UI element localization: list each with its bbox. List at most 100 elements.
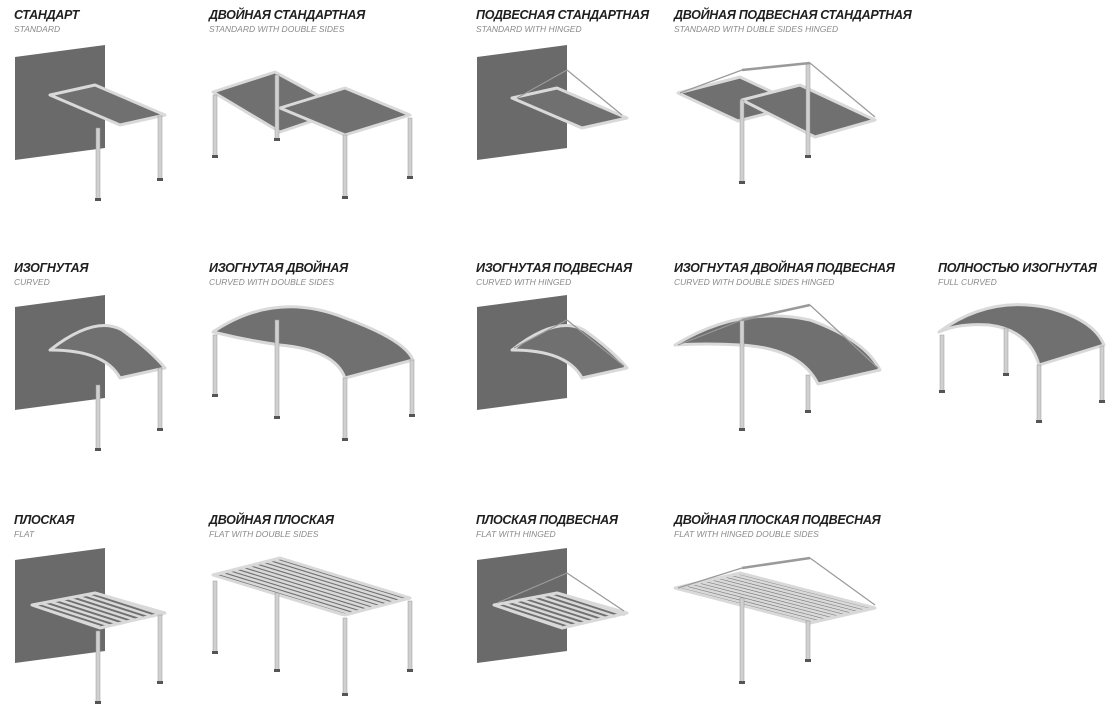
- item-subtitle: FLAT WITH HINGED DOUBLE SIDES: [674, 529, 819, 539]
- item-title: СТАНДАРТ: [14, 8, 79, 22]
- curved-illustration: [15, 295, 167, 451]
- wall-panel: [477, 295, 567, 410]
- item-subtitle: CURVED WITH DOUBLE SIDES HINGED: [674, 277, 835, 287]
- support-cable: [809, 304, 879, 369]
- roof-slat: [232, 568, 364, 612]
- support-cable: [566, 319, 625, 367]
- item-title: ИЗОГНУТАЯ ДВОЙНАЯ ПОДВЕСНАЯ: [674, 261, 895, 275]
- post: [157, 614, 163, 684]
- roof-slat: [226, 570, 357, 613]
- standard-double-illustration: [211, 70, 413, 199]
- post: [805, 62, 811, 158]
- post: [95, 630, 101, 704]
- curved-canopy: [937, 303, 1106, 367]
- item-subtitle: FLAT WITH DOUBLE SIDES: [209, 529, 319, 539]
- roof-slat: [246, 565, 377, 608]
- canopy-panel: [48, 83, 167, 127]
- flat-hinged-illustration: [477, 548, 629, 663]
- support-cable: [809, 62, 876, 118]
- item-subtitle: CURVED: [14, 277, 50, 287]
- post: [805, 620, 811, 662]
- item-title: ДВОЙНАЯ ПЛОСКАЯ ПОДВЕСНАЯ: [674, 513, 881, 527]
- item-title: ДВОЙНАЯ СТАНДАРТНАЯ: [209, 8, 365, 22]
- curved-canopy: [211, 305, 415, 380]
- item-title: ДВОЙНАЯ ПОДВЕСНАЯ СТАНДАРТНАЯ: [674, 8, 912, 22]
- standard-hinged-illustration: [477, 45, 629, 160]
- item-curved-double-hinged: ИЗОГНУТАЯ ДВОЙНАЯ ПОДВЕСНАЯ CURVED WITH …: [674, 261, 895, 288]
- support-cable: [496, 572, 568, 604]
- roof-slat: [259, 561, 391, 605]
- roof-slat: [547, 593, 617, 618]
- item-title: ИЗОГНУТАЯ ПОДВЕСНАЯ: [476, 261, 632, 275]
- curved-hinged-illustration: [477, 295, 629, 410]
- support-cable: [677, 567, 743, 589]
- item-flat-double-hinged: ДВОЙНАЯ ПЛОСКАЯ ПОДВЕСНАЯ FLAT WITH HING…: [674, 513, 881, 540]
- post: [407, 117, 413, 179]
- item-flat-double: ДВОЙНАЯ ПЛОСКАЯ FLAT WITH DOUBLE SIDES: [209, 513, 334, 540]
- post: [409, 359, 415, 417]
- item-title: ДВОЙНАЯ ПЛОСКАЯ: [209, 513, 334, 527]
- item-subtitle: STANDARD WITH DUBLE SIDES HINGED: [674, 24, 839, 34]
- post: [1099, 345, 1105, 403]
- roof-slat: [67, 596, 137, 622]
- item-title: ИЗОГНУТАЯ: [14, 261, 89, 275]
- roof-slat: [219, 572, 351, 615]
- roof-slat: [511, 600, 581, 625]
- support-cable: [516, 69, 568, 99]
- item-title: ПОЛНОСТЬЮ ИЗОГНУТАЯ: [938, 261, 1097, 275]
- item-curved-hinged: ИЗОГНУТАЯ ПОДВЕСНАЯ CURVED WITH HINGED: [476, 261, 632, 288]
- post-foot: [274, 669, 280, 672]
- post-foot: [212, 651, 218, 654]
- post-foot: [1003, 373, 1009, 376]
- roof-slat: [31, 603, 101, 629]
- post-foot: [407, 176, 413, 179]
- support-cable: [677, 319, 743, 346]
- flat-illustration: [15, 548, 167, 704]
- curved-double-hinged-illustration: [673, 303, 882, 431]
- post-foot: [1036, 420, 1042, 423]
- post: [939, 334, 945, 393]
- post: [805, 374, 811, 413]
- post-foot: [212, 155, 218, 158]
- post-foot: [157, 178, 163, 181]
- roof-slat: [720, 576, 856, 614]
- canopy-panel: [510, 86, 629, 130]
- post: [739, 597, 745, 684]
- roof-slat: [538, 595, 608, 620]
- post: [739, 99, 745, 184]
- post: [342, 377, 348, 441]
- post-foot: [805, 410, 811, 413]
- post: [157, 115, 163, 181]
- item-title: ПЛОСКАЯ ПОДВЕСНАЯ: [476, 513, 618, 527]
- post: [212, 334, 218, 397]
- top-bar: [741, 303, 811, 322]
- item-subtitle: FLAT WITH HINGED: [476, 529, 556, 539]
- roof-slat: [40, 602, 110, 627]
- item-flat: ПЛОСКАЯ FLAT: [14, 513, 74, 540]
- roof-slat: [556, 591, 626, 617]
- post: [739, 319, 745, 431]
- post-foot: [939, 390, 945, 393]
- roof-slat: [529, 596, 599, 622]
- post-foot: [274, 416, 280, 419]
- post: [157, 367, 163, 431]
- roof-slat: [266, 560, 397, 603]
- flat-double-illustration: [211, 556, 413, 696]
- item-subtitle: CURVED WITH HINGED: [476, 277, 572, 287]
- post-foot: [157, 428, 163, 431]
- post-foot: [157, 681, 163, 684]
- item-curved: ИЗОГНУТАЯ CURVED: [14, 261, 89, 288]
- post-foot: [95, 198, 101, 201]
- roof-slat: [76, 595, 146, 620]
- roof-slat: [694, 582, 830, 620]
- post-foot: [805, 659, 811, 662]
- post-foot: [342, 196, 348, 199]
- standard-illustration: [15, 45, 167, 201]
- post: [407, 600, 413, 672]
- post: [342, 134, 348, 199]
- standard-double-hinged-illustration: [676, 61, 877, 184]
- roof-slat: [58, 598, 128, 624]
- wall-panel: [15, 45, 105, 160]
- post-foot: [95, 448, 101, 451]
- post: [274, 319, 280, 419]
